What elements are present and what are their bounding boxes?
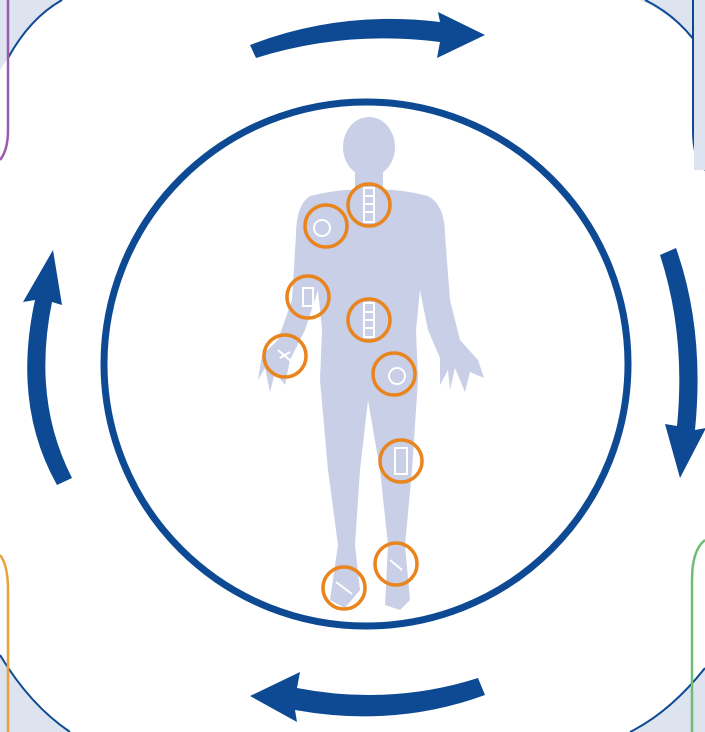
arrow-left xyxy=(23,250,72,485)
arrow-bottom xyxy=(250,672,485,722)
corner-panel-bottom-left xyxy=(0,555,70,732)
arrow-right xyxy=(660,248,705,478)
arrow-top xyxy=(250,12,485,58)
corner-panel-bottom-right xyxy=(630,540,705,732)
corner-panel-top-left xyxy=(0,0,62,160)
corner-panel-top-right xyxy=(640,0,705,170)
